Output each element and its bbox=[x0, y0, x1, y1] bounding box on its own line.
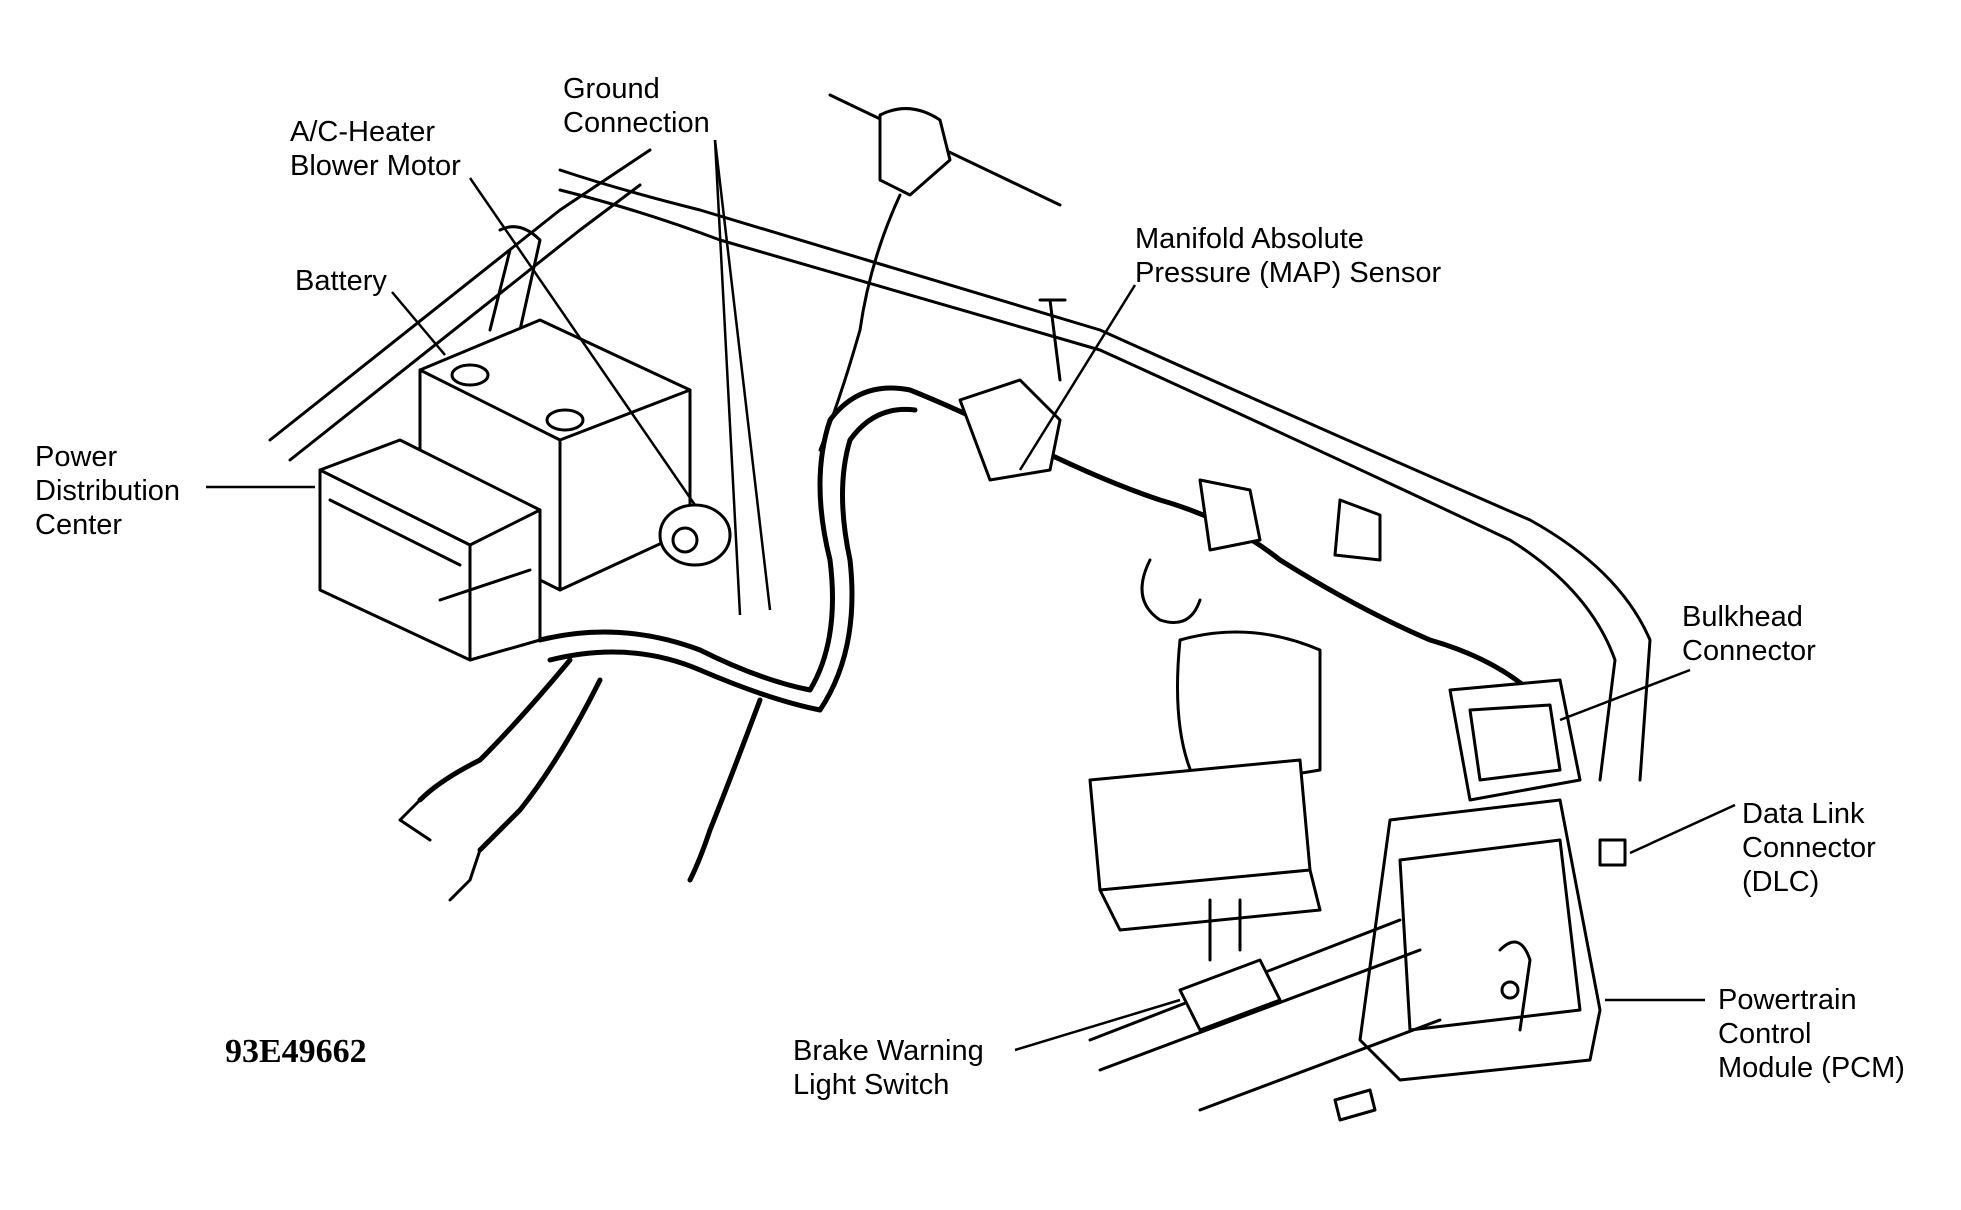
leader-brake bbox=[1014, 998, 1181, 1052]
dlc-shape bbox=[1598, 838, 1627, 867]
label-pcm: Powertrain Control Module (PCM) bbox=[1718, 984, 1905, 1084]
leader-bulkhead bbox=[1559, 668, 1691, 722]
leader-ground-2 bbox=[713, 139, 772, 611]
bulkhead-shape bbox=[1448, 678, 1582, 802]
label-power-distribution: Power Distribution Center bbox=[35, 441, 181, 541]
leader-battery bbox=[391, 291, 446, 356]
label-battery: Battery bbox=[295, 265, 387, 297]
label-ground-connection: Ground Connection bbox=[563, 73, 710, 139]
label-blower-motor: A/C-Heater Blower Motor bbox=[290, 116, 461, 182]
label-dlc: Data Link Connector (DLC) bbox=[1742, 798, 1876, 898]
pcm-shape bbox=[1358, 798, 1602, 1082]
figure-code: 93E49662 bbox=[225, 1033, 367, 1070]
brake-switch-shape bbox=[1088, 898, 1442, 1112]
label-map-sensor: Manifold Absolute Pressure (MAP) Sensor bbox=[1135, 223, 1442, 289]
harness-branch-left bbox=[417, 657, 763, 883]
map-sensor-shape bbox=[818, 107, 1062, 482]
label-bulkhead: Bulkhead Connector bbox=[1682, 601, 1816, 667]
label-brake-switch: Brake Warning Light Switch bbox=[793, 1035, 984, 1101]
leader-blower bbox=[468, 177, 697, 506]
main-harness bbox=[537, 385, 1543, 703]
leader-map bbox=[1018, 284, 1137, 471]
leader-dlc bbox=[1629, 803, 1736, 855]
leader-ground-1 bbox=[713, 139, 742, 616]
